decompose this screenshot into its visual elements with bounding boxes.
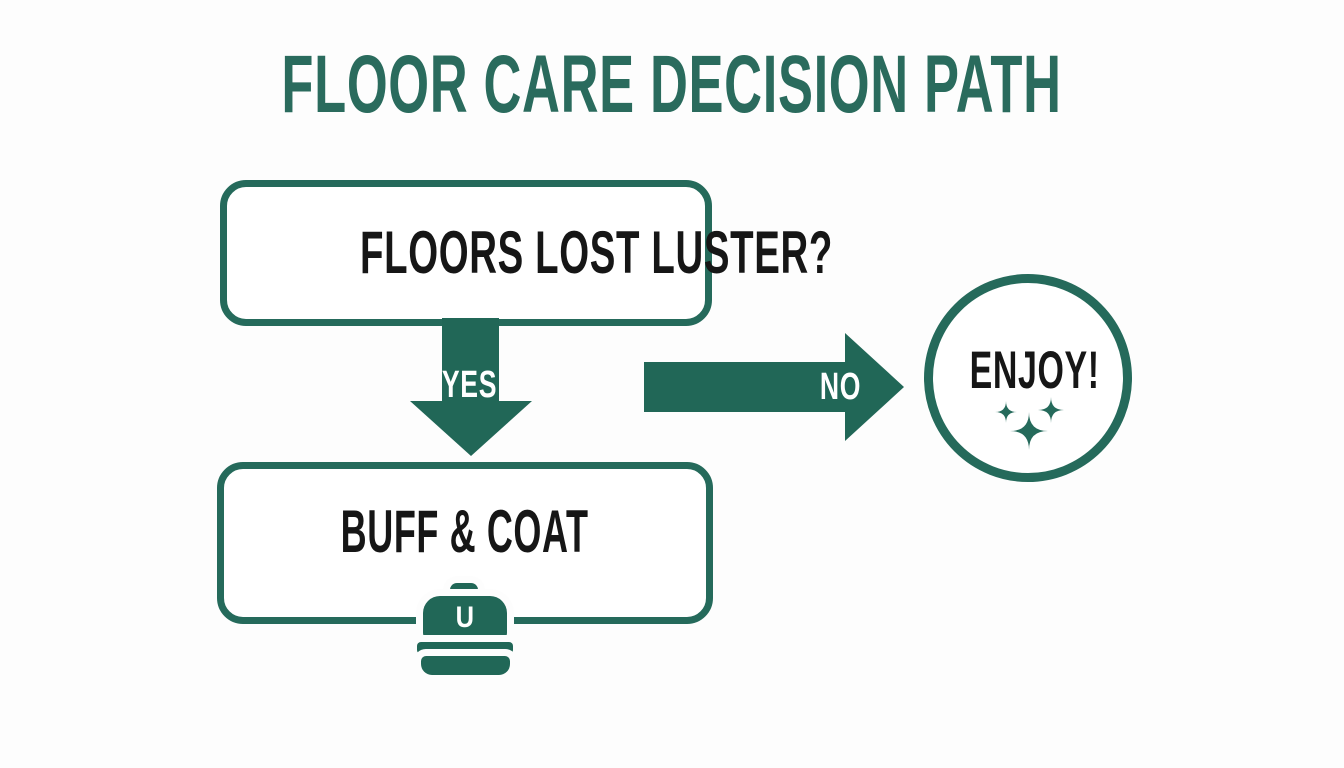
buffer-pad [417, 642, 513, 654]
page-title: FLOOR CARE DECISION PATH [0, 44, 1344, 126]
no-arrow-shaft [644, 362, 847, 412]
buffer-letter: U [455, 600, 475, 634]
question-box-label: FLOORS LOST LUSTER? [360, 219, 833, 286]
action-box-label: BUFF & COAT [341, 498, 589, 565]
no-arrowhead-icon [845, 333, 904, 441]
no-branch-label: NO [819, 366, 861, 408]
sparkles-icon [995, 397, 1064, 450]
yes-arrowhead-icon [410, 401, 532, 456]
outcome-circle: ENJOY! [924, 274, 1132, 482]
question-box: FLOORS LOST LUSTER? [220, 180, 833, 326]
buffer-knob [450, 583, 478, 598]
yes-branch-label: YES [442, 364, 498, 406]
page-title-text: FLOOR CARE DECISION PATH [281, 39, 1063, 130]
buffer-body: U [423, 596, 507, 639]
buffer-base [421, 656, 510, 675]
yes-arrow-shaft [442, 318, 499, 403]
outcome-label: ENJOY! [969, 341, 1100, 400]
